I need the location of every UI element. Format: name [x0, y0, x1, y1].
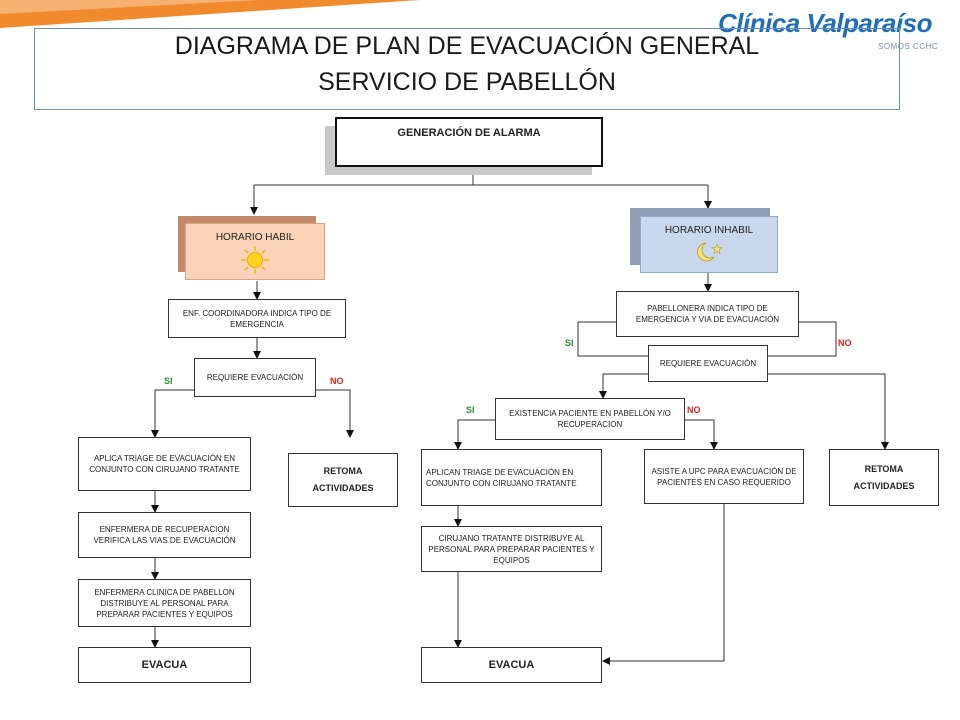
pabellonera-node: PABELLONERA INDICA TIPO DE EMERGENCIA Y …: [616, 291, 799, 337]
no-label-patient: NO: [687, 405, 701, 415]
evacuate-left-text: EVACUA: [141, 658, 188, 671]
decorative-wedge: [0, 0, 420, 28]
triage-right-text: APLICAN TRIAGE DE EVACUACIÓN EN CONJUNTO…: [426, 467, 577, 488]
evacuate-right-text: EVACUA: [488, 658, 535, 671]
clinic-logo: Clínica Valparaíso: [718, 8, 933, 38]
upc-text: ASISTE A UPC PARA EVACUACIÓN DE PACIENTE…: [651, 466, 797, 487]
pabellonera-text: PABELLONERA INDICA TIPO DE EMERGENCIA Y …: [635, 304, 780, 324]
alarm-node: GENERACIÓN DE ALARMA: [335, 117, 603, 167]
recovery-nurse-node: ENFERMERA DE RECUPERACION VERIFICA LAS V…: [78, 512, 251, 558]
resume-right-text: RETOMA ACTIVIDADES: [853, 463, 915, 491]
yes-label-right: SI: [565, 338, 574, 348]
triage-right-node: APLICAN TRIAGE DE EVACUACIÓN EN CONJUNTO…: [421, 449, 602, 506]
triage-left-text: APLICA TRIAGE DE EVACUACIÓN EN CONJUNTO …: [89, 454, 240, 474]
evacuate-right-node: EVACUA: [421, 647, 602, 683]
triage-left-node: APLICA TRIAGE DE EVACUACIÓN EN CONJUNTO …: [78, 437, 251, 491]
yes-label-patient: SI: [466, 405, 475, 415]
sun-icon: [241, 246, 269, 274]
page-subtitle: SERVICIO DE PABELLÓN: [318, 68, 616, 96]
upc-node: ASISTE A UPC PARA EVACUACIÓN DE PACIENTE…: [644, 449, 804, 504]
surgeon-node: CIRUJANO TRATANTE DISTRIBUYE AL PERSONAL…: [421, 526, 602, 572]
title-frame: [34, 28, 900, 110]
resume-left-node: RETOMA ACTIVIDADES: [288, 453, 398, 507]
evacuate-left-node: EVACUA: [78, 647, 251, 683]
resume-left-text: RETOMA ACTIVIDADES: [312, 466, 374, 493]
horario-inhabil-node: HORARIO INHABIL: [640, 216, 778, 273]
moon-star-icon: [697, 242, 723, 262]
resume-right-node: RETOMA ACTIVIDADES: [829, 449, 939, 506]
requires-evacuation-right-text: REQUIERE EVACUACIÓN: [659, 359, 757, 368]
requires-evacuation-right-node: REQUIERE EVACUACIÓN: [648, 345, 768, 382]
horario-habil-label: HORARIO HABIL: [215, 232, 295, 243]
coordinator-node: ENF. COORDINADORA INDICA TIPO DE EMERGEN…: [168, 299, 346, 338]
coordinator-text: ENF. COORDINADORA INDICA TIPO DE EMERGEN…: [182, 308, 332, 329]
clinical-nurse-text: ENFERMERA CLINICA DE PABELLON DISTRIBUYE…: [94, 587, 235, 619]
yes-label-left: SI: [164, 376, 173, 386]
requires-evacuation-left-node: REQUIERE EVACUACIÓN: [194, 358, 316, 397]
patient-exists-node: EXISTENCIA PACIENTE EN PABELLÓN Y/O RECU…: [495, 398, 685, 440]
alarm-label: GENERACIÓN DE ALARMA: [397, 127, 541, 139]
clinic-logo-tagline: SOMOS CCHC: [878, 42, 939, 51]
recovery-nurse-text: ENFERMERA DE RECUPERACION VERIFICA LAS V…: [93, 525, 236, 545]
clinical-nurse-node: ENFERMERA CLINICA DE PABELLON DISTRIBUYE…: [78, 579, 251, 627]
horario-inhabil-label: HORARIO INHABIL: [664, 225, 754, 236]
surgeon-text: CIRUJANO TRATANTE DISTRIBUYE AL PERSONAL…: [428, 533, 595, 565]
no-label-left: NO: [330, 376, 344, 386]
no-label-right: NO: [838, 338, 852, 348]
page-title: DIAGRAMA DE PLAN DE EVACUACIÓN GENERAL: [174, 32, 760, 60]
requires-evacuation-left-text: REQUIERE EVACUACIÓN: [206, 373, 304, 382]
horario-habil-node: HORARIO HABIL: [185, 223, 325, 280]
patient-exists-text: EXISTENCIA PACIENTE EN PABELLÓN Y/O RECU…: [509, 409, 671, 429]
